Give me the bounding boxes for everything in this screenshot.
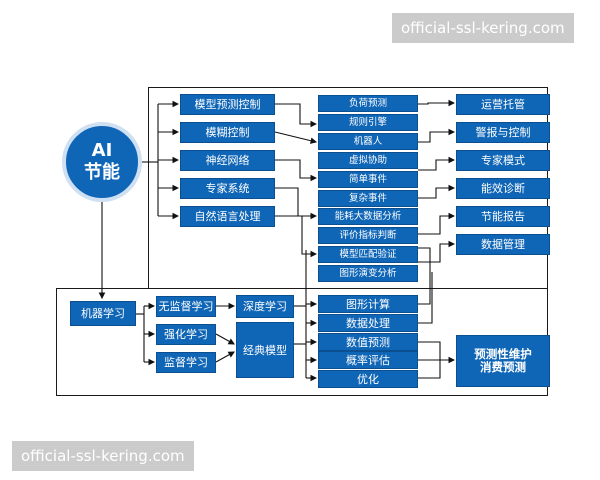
learning-item: 无监督学习 [156,296,216,317]
col2-item: 规则引擎 [318,114,418,131]
col1-item: 模型预测控制 [180,94,275,115]
col2-item: 评价指标判断 [318,227,418,244]
col1-item: 神经网络 [180,150,275,171]
col2-item: 模型匹配验证 [318,246,418,263]
col3-item: 数据管理 [456,234,550,255]
machine-learning-box: 机器学习 [70,301,136,326]
col3-item: 能效诊断 [456,178,550,199]
bottom-item: 数据处理 [318,314,418,332]
col3-item: 运营托管 [456,94,550,115]
col2-item: 虚拟协助 [318,152,418,169]
watermark-top: official-ssl-kering.com [392,13,574,43]
col3-item: 节能报告 [456,206,550,227]
result-line-1: 预测性维护 [474,347,532,361]
bottom-item: 图形计算 [318,295,418,313]
result-box: 预测性维护 消费预测 [456,335,550,387]
col1-item: 自然语言处理 [180,206,275,227]
model-item: 深度学习 [236,295,294,318]
col2-item: 复杂事件 [318,190,418,207]
bottom-item: 优化 [318,370,418,388]
col2-item: 机器人 [318,133,418,150]
learning-item: 强化学习 [156,324,216,345]
col3-item: 警报与控制 [456,122,550,143]
col2-item: 简单事件 [318,171,418,188]
result-line-2: 消费预测 [480,360,526,374]
learning-item: 监督学习 [156,352,216,373]
bottom-item: 数值预测 [318,333,418,351]
col2-item: 图形演变分析 [318,265,418,282]
watermark-bottom: official-ssl-kering.com [12,441,194,471]
col2-item: 能耗大数据分析 [318,208,418,225]
bottom-item: 概率评估 [318,351,418,369]
ai-energy-saving-node: AI 节能 [62,122,142,202]
center-line-2: 节能 [84,162,120,183]
model-item: 经典模型 [236,322,294,378]
col2-item: 负荷预测 [318,95,418,112]
center-line-1: AI [91,140,113,161]
col1-item: 模糊控制 [180,122,275,143]
col3-item: 专家模式 [456,150,550,171]
col1-item: 专家系统 [180,178,275,199]
